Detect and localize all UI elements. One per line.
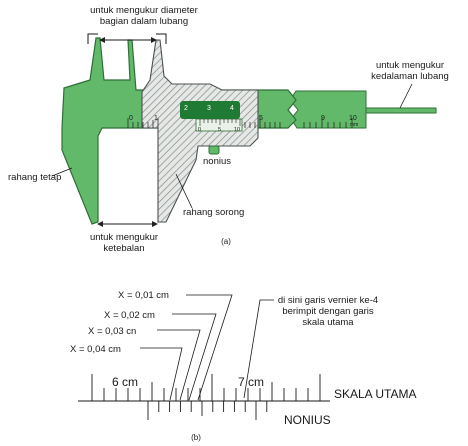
main-scale-ticks: [127, 118, 353, 128]
label-sliding-jaw: rahang sorong: [183, 207, 244, 218]
main-scale-num-0: 0: [129, 115, 133, 122]
label-inside-diameter-line1: untuk mengukur diameter: [90, 5, 198, 16]
main-scale-b-ticks: [91, 374, 321, 401]
vernier-num-0: 0: [198, 127, 201, 133]
vernier-scale-ticks: [199, 119, 241, 126]
main-scale-num-1: 1: [154, 115, 158, 122]
caption-a: (a): [221, 237, 231, 246]
vernier-num-5: 5: [218, 127, 221, 133]
main-scale-num-5: 5: [259, 115, 263, 122]
vernier-b-ticks: [147, 401, 268, 420]
depth-rod: [359, 107, 437, 114]
main-scale-label: SKALA UTAMA: [334, 387, 416, 401]
main-scale-unit: mm: [350, 122, 358, 128]
note-leader: [243, 299, 274, 399]
note-line1: di sini garis vernier ke-4: [278, 295, 378, 306]
sliding-jaw-leader: [175, 173, 193, 209]
label-fixed-jaw: rahang tetap: [8, 172, 61, 183]
label-depth-line2: kedalaman lubang: [371, 71, 449, 82]
vernier-num-10: 10: [234, 127, 240, 133]
label-depth-line1: untuk mengukur: [376, 60, 444, 71]
note-line2: berimpit dengan garis: [282, 306, 374, 317]
thumb-screw: [208, 145, 220, 155]
main-label-7cm: 7 cm: [238, 375, 264, 389]
main-scale-num-4: 4: [230, 105, 234, 112]
fixed-jaw-leader: [51, 167, 73, 177]
reading-4: X = 0,04 cm: [70, 344, 121, 355]
label-vernier: nonius: [203, 156, 231, 167]
main-scale-num-3: 3: [207, 105, 211, 112]
note-line3: skala utama: [302, 317, 354, 328]
label-inside-diameter-line2: bagian dalam lubang: [100, 16, 188, 27]
main-label-6cm: 6 cm: [112, 375, 138, 389]
reading-2: X = 0,02 cm: [104, 310, 155, 321]
depth-leader: [399, 83, 413, 109]
reading-3: X = 0,03 cn: [88, 326, 136, 337]
main-scale-num-2: 2: [184, 105, 188, 112]
vernier-label: NONIUS: [284, 413, 331, 427]
reading-leaders: [140, 294, 233, 401]
main-scale-num-9: 9: [321, 115, 325, 122]
label-thickness-line1: untuk mengukur: [90, 232, 158, 243]
label-thickness-line2: ketebalan: [103, 243, 144, 254]
vernier-scale: [195, 118, 243, 132]
main-scale-num-10: 10: [349, 115, 357, 122]
reading-1: X = 0,01 cm: [118, 290, 169, 301]
caption-b: (b): [191, 433, 201, 442]
inside-diameter-indicator: [87, 33, 167, 44]
fixed-jaw-body: [61, 37, 297, 225]
vernier-window: [180, 101, 240, 119]
